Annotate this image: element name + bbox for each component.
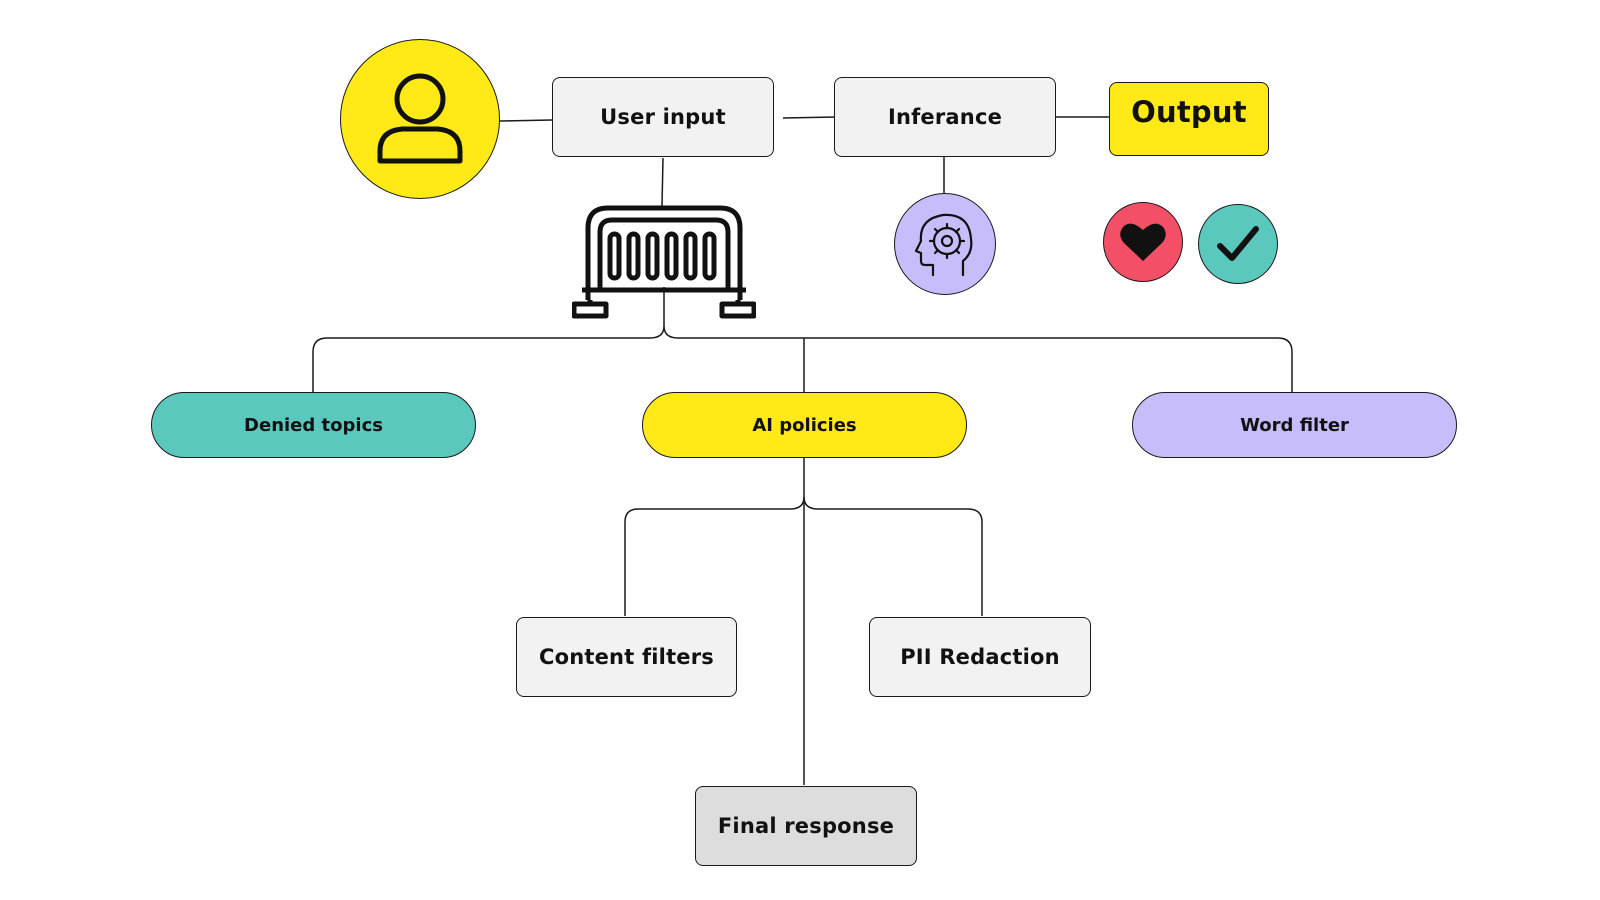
output-label: Output [1131, 95, 1247, 129]
brain-gear-icon [914, 213, 973, 277]
heart-circle [1103, 202, 1183, 282]
ai-brain-circle [894, 193, 996, 295]
ai-policies-node: AI policies [642, 392, 967, 458]
denied-topics-label: Denied topics [244, 414, 383, 436]
user-icon [377, 73, 463, 164]
output-node: Output [1109, 82, 1269, 156]
check-circle [1198, 204, 1278, 284]
ai-policies-label: AI policies [752, 414, 857, 436]
barrier-gate-icon [572, 205, 756, 319]
user-avatar-circle [340, 39, 500, 199]
checkmark-icon [1217, 226, 1259, 261]
user-input-label: User input [600, 105, 726, 129]
pii-redaction-node: PII Redaction [869, 617, 1091, 697]
word-filter-label: Word filter [1240, 414, 1349, 436]
content-filters-node: Content filters [516, 617, 737, 697]
content-filters-label: Content filters [538, 645, 715, 669]
final-response-node: Final response [695, 786, 917, 866]
denied-topics-node: Denied topics [151, 392, 476, 458]
user-input-node: User input [552, 77, 774, 157]
final-response-label: Final response [717, 814, 895, 838]
word-filter-node: Word filter [1132, 392, 1457, 458]
pii-redaction-label: PII Redaction [900, 645, 1060, 669]
inference-label: Inferance [887, 105, 1003, 129]
inference-node: Inferance [834, 77, 1056, 157]
heart-icon [1120, 223, 1166, 261]
